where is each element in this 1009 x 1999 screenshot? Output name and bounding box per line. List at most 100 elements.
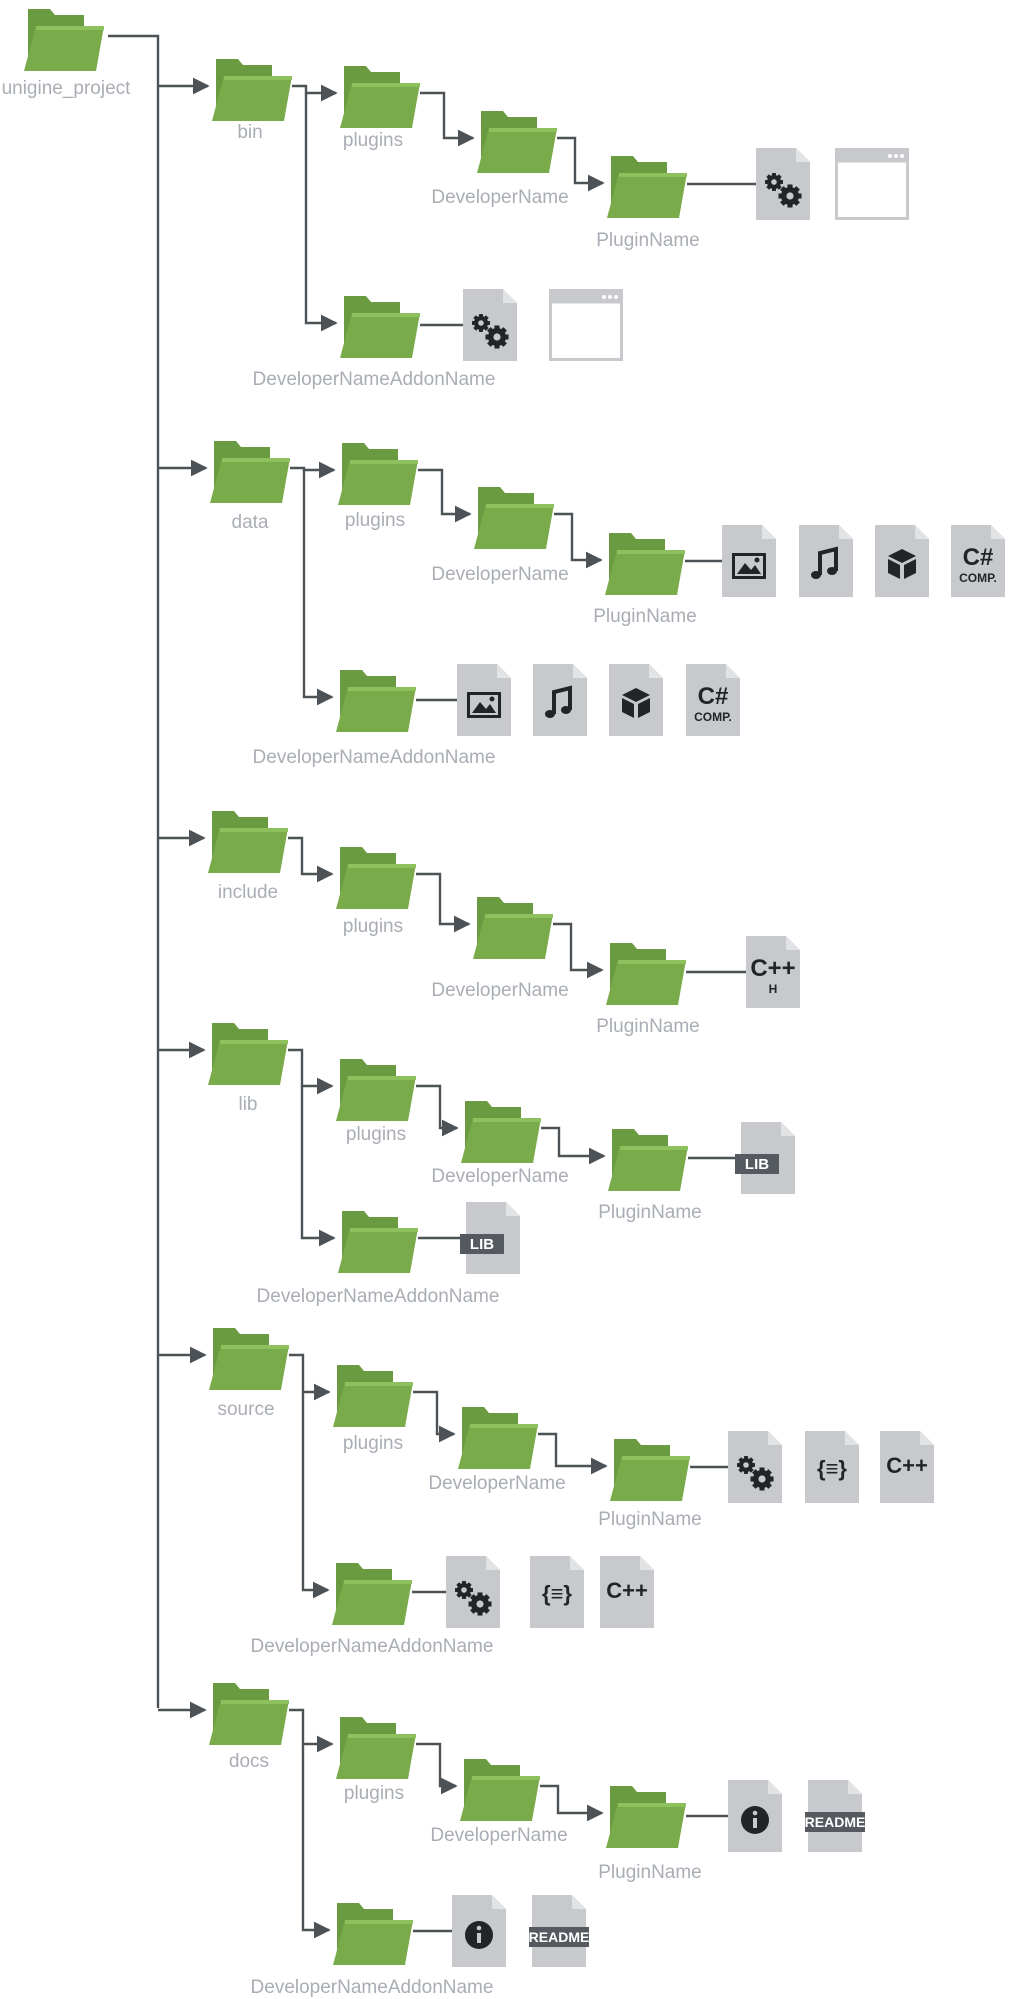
bin-developer-folder-icon[interactable] [477, 111, 557, 173]
lib-developer-label: DeveloperName [431, 1166, 568, 1187]
cpp-file-text: C++ [606, 1578, 648, 1603]
include-plugins-label: plugins [343, 916, 403, 937]
data-plugin-folder-icon[interactable] [605, 533, 685, 595]
json-file-icon[interactable]: {≡} [530, 1556, 584, 1628]
json-file-text: {≡} [542, 1581, 572, 1606]
info-file-icon[interactable] [728, 1780, 782, 1852]
lib-plugin-label: PluginName [598, 1202, 702, 1223]
csharp-component-file-icon[interactable]: C#COMP. [951, 525, 1005, 597]
source-folder-icon[interactable] [209, 1328, 289, 1390]
gears-file-icon[interactable] [463, 289, 517, 361]
lib-file-text: LIB [745, 1156, 769, 1173]
csharp-component-file-subtext: COMP. [694, 710, 732, 724]
cpp-file-icon[interactable]: C++ [600, 1556, 654, 1628]
cpp-header-file-subtext: H [769, 982, 778, 996]
image-file-icon[interactable] [722, 525, 776, 597]
window-file-icon[interactable] [549, 289, 623, 361]
music-file-icon[interactable] [799, 525, 853, 597]
bin-plugins-folder-icon[interactable] [340, 66, 420, 128]
lib-file-icon[interactable]: LIB [735, 1122, 795, 1194]
docs-folder-icon[interactable] [209, 1683, 289, 1745]
include-folder-icon[interactable] [208, 811, 288, 873]
source-plugins-folder-icon[interactable] [333, 1365, 413, 1427]
source-addon-folder-icon[interactable] [332, 1563, 412, 1625]
cube-file-icon[interactable] [609, 664, 663, 736]
source-label: source [217, 1399, 274, 1420]
include-plugin-label: PluginName [596, 1016, 700, 1037]
json-file-icon[interactable]: {≡} [805, 1431, 859, 1503]
music-file-icon[interactable] [533, 664, 587, 736]
csharp-component-file-text: C# [698, 683, 729, 710]
data-plugins-label: plugins [345, 510, 405, 531]
bin-label: bin [237, 122, 262, 143]
data-folder-icon[interactable] [210, 441, 290, 503]
data-plugin-label: PluginName [593, 606, 697, 627]
docs-addon-label: DeveloperNameAddonName [251, 1977, 494, 1998]
data-addon-folder-icon[interactable] [336, 670, 416, 732]
lib-file-icon[interactable]: LIB [460, 1202, 520, 1274]
cube-file-icon[interactable] [875, 525, 929, 597]
lib-plugins-label: plugins [346, 1124, 406, 1145]
gears-file-icon[interactable] [446, 1556, 500, 1628]
csharp-component-file-text: C# [963, 544, 994, 571]
bin-plugin-label: PluginName [596, 230, 700, 251]
readme-file-icon[interactable]: README [805, 1780, 866, 1852]
readme-file-icon[interactable]: README [529, 1895, 590, 1967]
cpp-header-file-icon[interactable]: C++H [746, 936, 800, 1008]
bin-folder-icon[interactable] [212, 59, 292, 121]
json-file-text: {≡} [817, 1456, 847, 1481]
bin-addon-label: DeveloperNameAddonName [253, 369, 496, 390]
bin-addon-folder-icon[interactable] [340, 296, 420, 358]
docs-plugin-label: PluginName [598, 1862, 702, 1883]
data-developer-label: DeveloperName [431, 564, 568, 585]
docs-label: docs [229, 1751, 269, 1772]
gears-file-icon[interactable] [756, 148, 810, 220]
include-developer-folder-icon[interactable] [473, 897, 553, 959]
docs-developer-folder-icon[interactable] [460, 1759, 540, 1821]
readme-file-text: README [529, 1929, 590, 1945]
bin-developer-label: DeveloperName [431, 187, 568, 208]
docs-plugin-folder-icon[interactable] [606, 1786, 686, 1848]
lib-developer-folder-icon[interactable] [461, 1101, 541, 1163]
csharp-component-file-subtext: COMP. [959, 571, 997, 585]
data-label: data [232, 512, 269, 533]
source-plugins-label: plugins [343, 1433, 403, 1454]
data-developer-folder-icon[interactable] [474, 487, 554, 549]
info-file-icon[interactable] [452, 1895, 506, 1967]
docs-addon-folder-icon[interactable] [333, 1903, 413, 1965]
data-addon-label: DeveloperNameAddonName [253, 747, 496, 768]
source-developer-label: DeveloperName [428, 1473, 565, 1494]
source-plugin-label: PluginName [598, 1509, 702, 1530]
tree-files: C#COMP.C#COMP.C++HLIBLIB{≡}C++{≡}C++READ… [446, 148, 1005, 1967]
tree-nodes [24, 9, 690, 1965]
window-file-icon[interactable] [835, 148, 909, 220]
image-file-icon[interactable] [457, 664, 511, 736]
include-plugins-folder-icon[interactable] [336, 847, 416, 909]
data-plugins-folder-icon[interactable] [338, 443, 418, 505]
gears-file-icon[interactable] [728, 1431, 782, 1503]
docs-developer-label: DeveloperName [430, 1825, 567, 1846]
bin-plugin-folder-icon[interactable] [607, 156, 687, 218]
csharp-component-file-icon[interactable]: C#COMP. [686, 664, 740, 736]
lib-addon-label: DeveloperNameAddonName [257, 1286, 500, 1307]
lib-plugins-folder-icon[interactable] [336, 1059, 416, 1121]
cpp-header-file-text: C++ [750, 955, 795, 982]
root-label: unigine_project [2, 78, 132, 99]
lib-label: lib [238, 1094, 257, 1115]
docs-plugins-label: plugins [344, 1783, 404, 1804]
lib-addon-folder-icon[interactable] [338, 1211, 418, 1273]
source-developer-folder-icon[interactable] [458, 1407, 538, 1469]
readme-file-text: README [805, 1814, 866, 1830]
lib-file-text: LIB [470, 1236, 494, 1253]
source-plugin-folder-icon[interactable] [610, 1439, 690, 1501]
root-folder-icon[interactable] [24, 9, 104, 71]
docs-plugins-folder-icon[interactable] [336, 1717, 416, 1779]
lib-folder-icon[interactable] [208, 1023, 288, 1085]
lib-plugin-folder-icon[interactable] [608, 1129, 688, 1191]
include-plugin-folder-icon[interactable] [606, 943, 686, 1005]
cpp-file-text: C++ [886, 1453, 928, 1478]
bin-plugins-label: plugins [343, 130, 403, 151]
cpp-file-icon[interactable]: C++ [880, 1431, 934, 1503]
